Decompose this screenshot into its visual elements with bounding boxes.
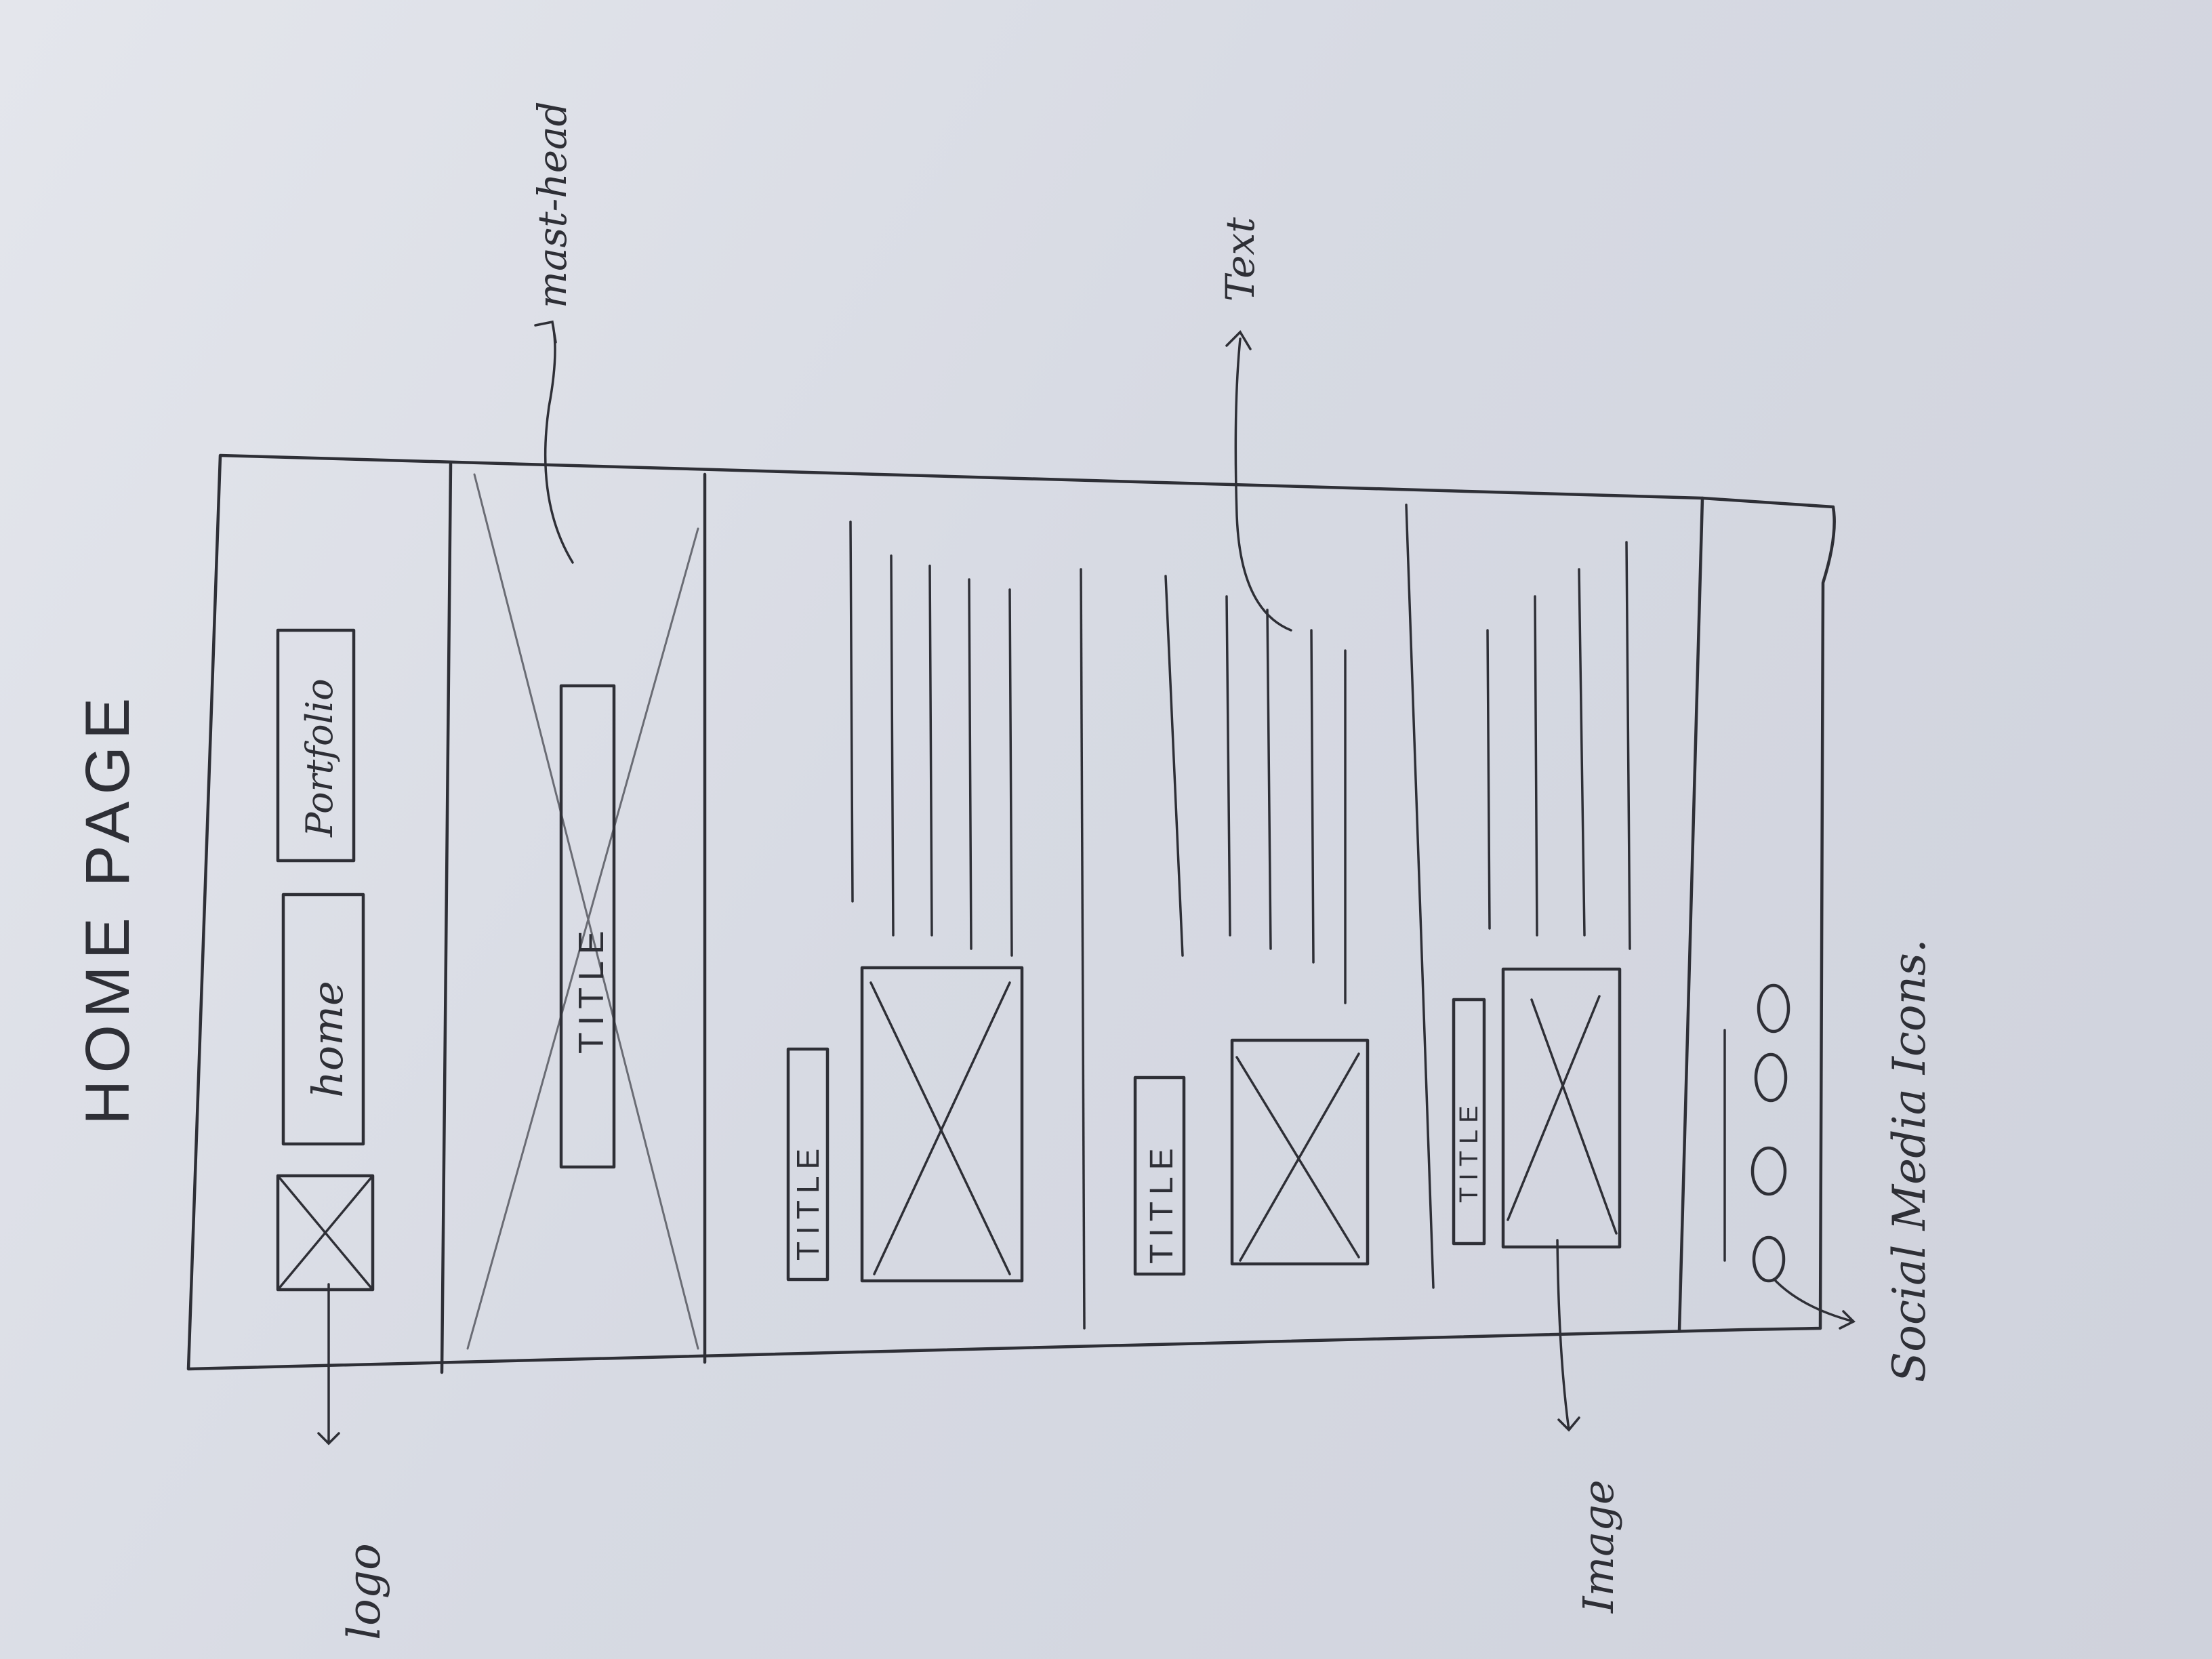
image-placeholder-icon — [1530, 998, 1618, 1235]
social-arrow — [1774, 1279, 1856, 1330]
masthead-cross-line — [466, 527, 699, 1350]
nav-portfolio[interactable]: Portfolio — [276, 628, 356, 863]
masthead-title-label: TITLE — [572, 924, 611, 1054]
section-title-label: TITLE — [790, 1142, 825, 1261]
page-frame — [186, 453, 1836, 1371]
nav-home[interactable]: home — [281, 893, 365, 1146]
section-title-label: TITLE — [1455, 1099, 1483, 1203]
section-divider — [1080, 568, 1086, 1330]
circle-icon[interactable] — [1752, 1235, 1786, 1283]
image-arrow — [1556, 1239, 1580, 1432]
masthead-cross-line — [473, 473, 699, 1350]
nav-portfolio-label: Portfolio — [298, 678, 341, 838]
image-placeholder-icon — [276, 1174, 374, 1291]
footer-divider — [1677, 496, 1704, 1332]
image-placeholder-icon — [1239, 1052, 1360, 1262]
section-title-label: TITLE — [1144, 1141, 1180, 1264]
circle-icon[interactable] — [1750, 1146, 1787, 1196]
section-title-box — [1133, 1076, 1186, 1276]
text-arrow — [1225, 330, 1292, 632]
section-title-box — [1452, 998, 1486, 1246]
content-section-1: TITLE — [786, 520, 1024, 1283]
annotation-social: Social Media Icons. — [1883, 939, 1936, 1382]
section-image — [1230, 1038, 1370, 1266]
logo[interactable] — [276, 1174, 375, 1292]
masthead-title-box — [559, 684, 616, 1169]
nav-home-box — [281, 893, 365, 1146]
image-placeholder-icon — [873, 981, 1011, 1275]
logo-frame — [276, 1174, 375, 1292]
section-text-lines — [1486, 541, 1631, 950]
annotation-logo: logo — [338, 1543, 390, 1640]
circle-icon[interactable] — [1754, 1052, 1788, 1103]
content-section-3: TITLE — [1452, 541, 1631, 1249]
page-title: HOME PAGE — [73, 691, 142, 1125]
masthead-title: TITLE — [559, 684, 616, 1169]
section-divider — [1405, 504, 1435, 1289]
section-title-box — [786, 1047, 830, 1282]
section-image — [860, 966, 1024, 1283]
annotation-image: Image — [1574, 1479, 1623, 1614]
nav-portfolio-box — [276, 628, 356, 863]
masthead-arrow — [534, 320, 574, 564]
header-divider — [440, 462, 453, 1374]
annotation-masthead: mast-head — [529, 101, 575, 308]
section-image — [1501, 967, 1622, 1249]
image-placeholder-icon — [1235, 1056, 1360, 1258]
section-text-lines — [1164, 575, 1347, 1004]
annotation-text: Text — [1217, 217, 1263, 302]
nav-home-label: home — [303, 981, 352, 1098]
section-text-lines — [849, 520, 1013, 957]
circle-icon[interactable] — [1757, 983, 1790, 1033]
content-section-2: TITLE — [1133, 575, 1370, 1276]
image-placeholder-icon — [1507, 995, 1601, 1221]
image-placeholder-icon — [869, 981, 1011, 1275]
social-icons — [1750, 983, 1790, 1283]
logo-arrow — [317, 1283, 340, 1446]
